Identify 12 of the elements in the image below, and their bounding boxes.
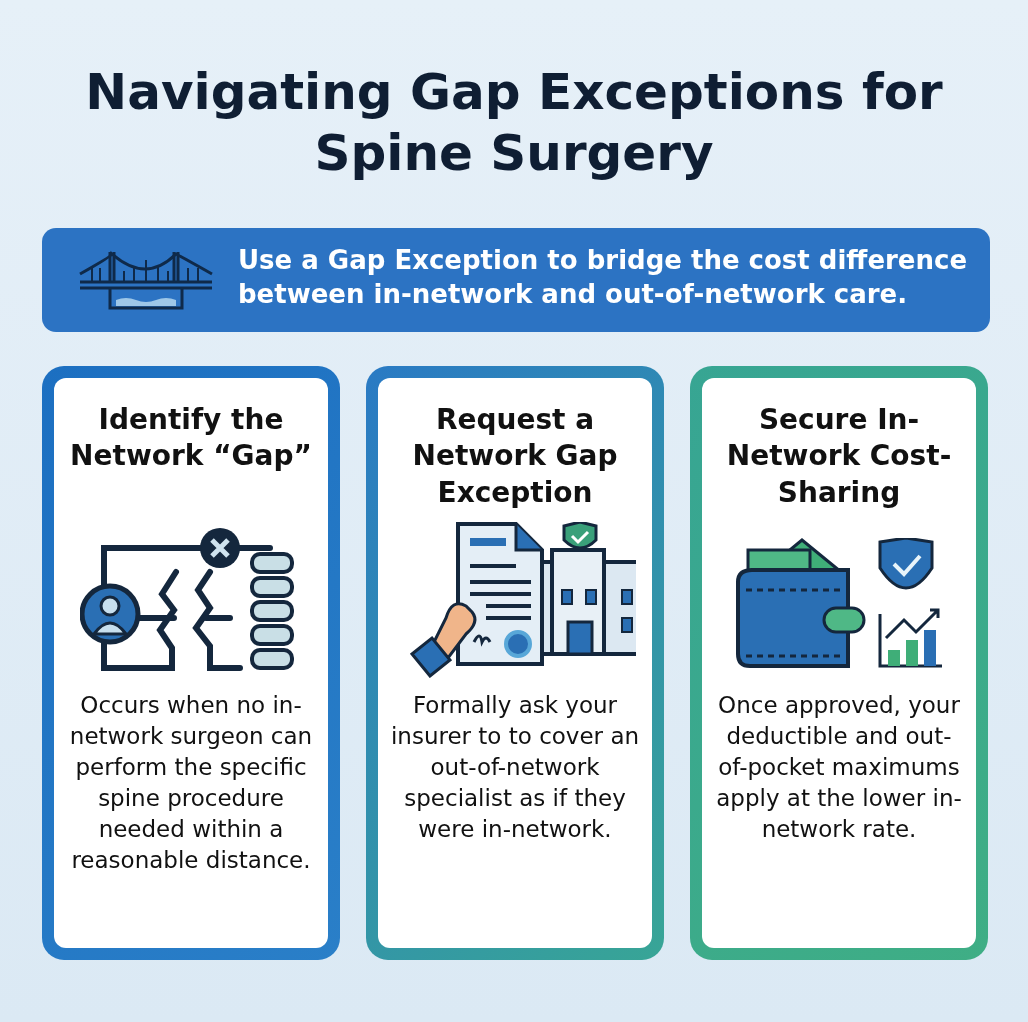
step-card bbox=[690, 366, 988, 960]
card-heading: Secure In-Network Cost-Sharing bbox=[725, 402, 953, 511]
banner-text: Use a Gap Exception to bridge the cost difference between in-network and out-of-network care. bbox=[238, 244, 969, 311]
title: Navigating Gap Exceptions for Spine Surgery bbox=[84, 62, 944, 184]
banner bbox=[42, 228, 990, 332]
card-heading: Identify the Network “Gap” bbox=[69, 402, 313, 475]
card-description: Formally ask your insurer to to cover an out-of-network specialist as if they were in-network. bbox=[389, 691, 641, 845]
card-description: Once approved, your deductible and out-of-pocket maximums apply at the lower in-network rate. bbox=[715, 691, 963, 845]
card-heading: Request a Network Gap Exception bbox=[411, 402, 619, 511]
step-card bbox=[42, 366, 340, 960]
card-description: Occurs when no in-network surgeon can perform the specific spine procedure needed within a reasonable distance. bbox=[68, 691, 314, 876]
step-card bbox=[366, 366, 664, 960]
